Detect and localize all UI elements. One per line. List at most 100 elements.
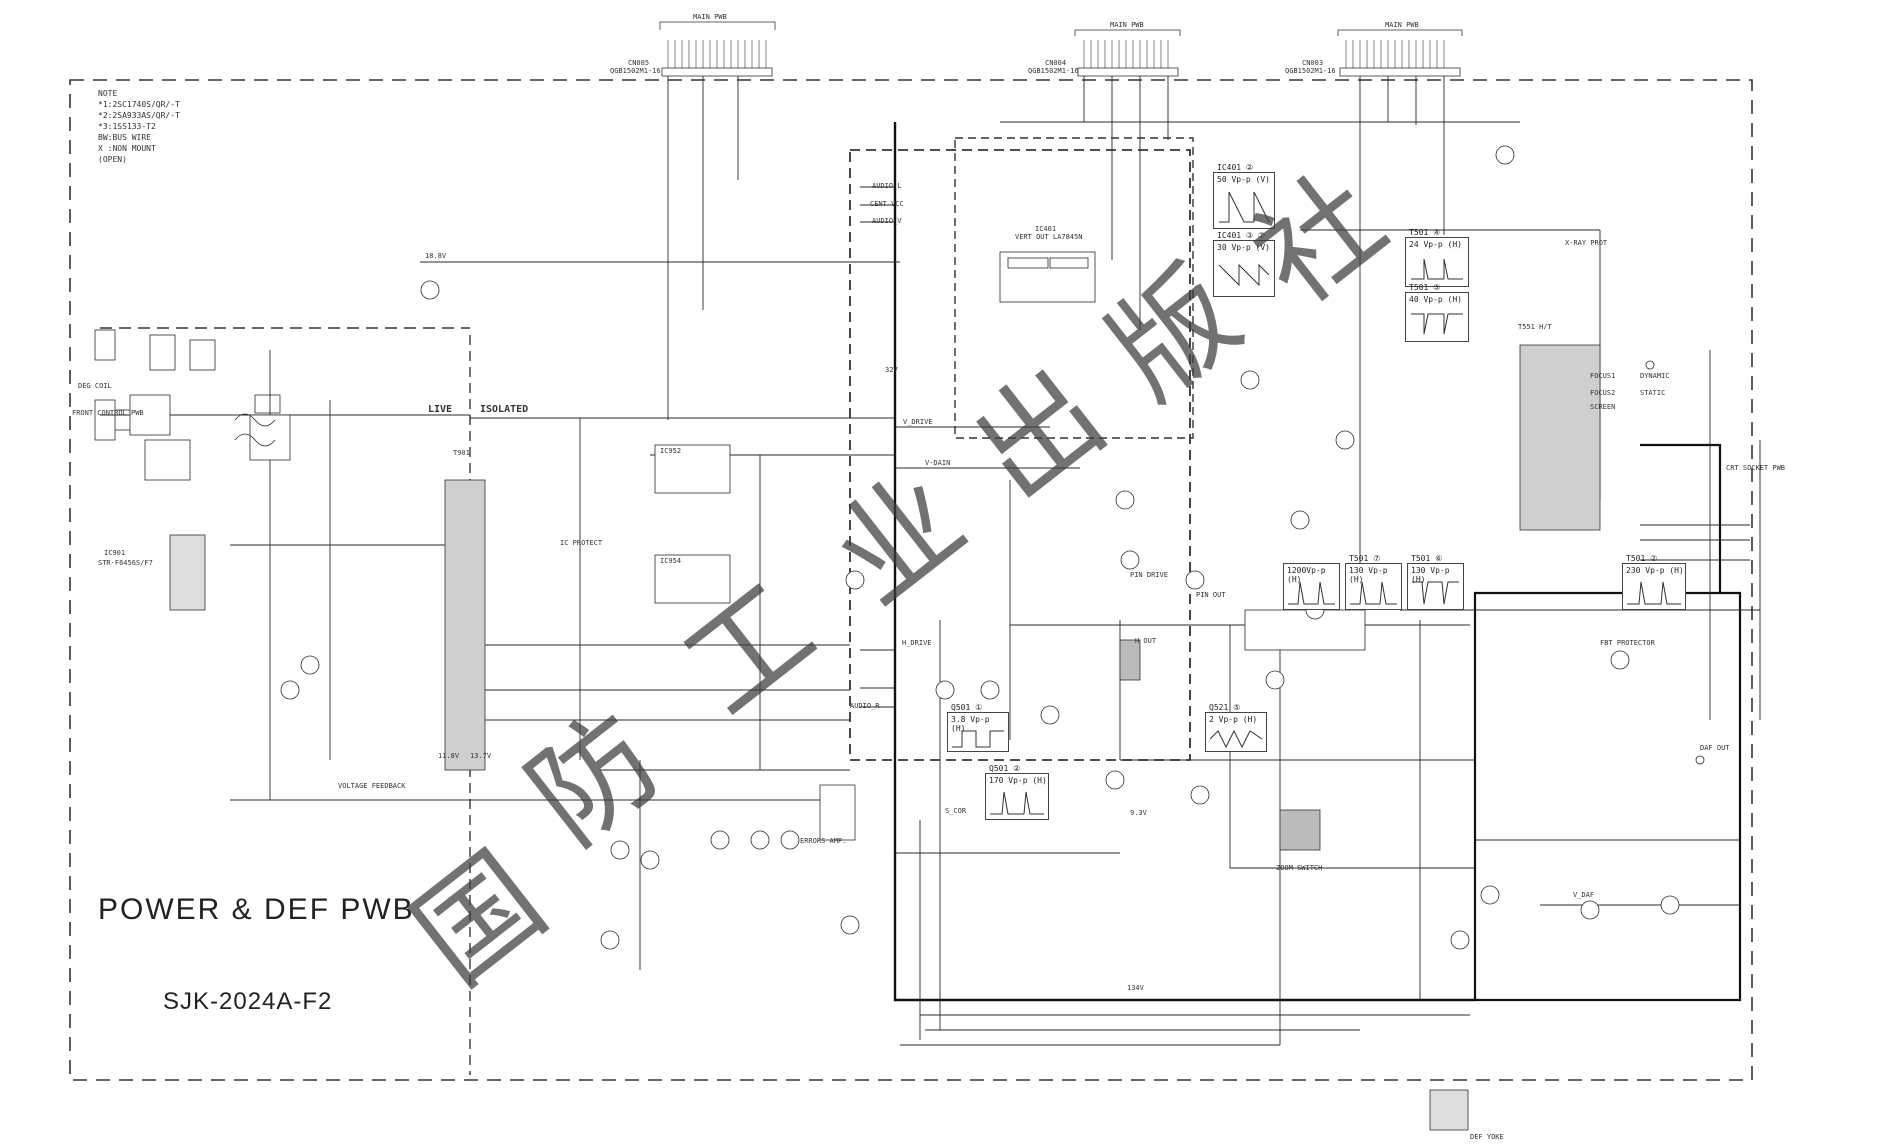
xray-prot-label: X-RAY PROT xyxy=(1565,239,1608,247)
scope-t501-7: T501 ⑦ 130 Vp-p (H) xyxy=(1345,554,1402,610)
scope-q501-1: Q501 ① 3.8 Vp-p (H) xyxy=(947,703,1009,752)
waveform xyxy=(1411,258,1463,280)
board-title: POWER & DEF PWB xyxy=(98,893,415,926)
waveform xyxy=(1218,263,1270,287)
front-control-label: FRONT CONTROL PWB xyxy=(72,409,144,417)
vert-zone-outline xyxy=(954,137,1194,439)
pin-drive-label: PIN DRIVE xyxy=(1130,571,1168,579)
t901-label: T901 xyxy=(453,449,470,457)
scope-value: 130 Vp-p (H) xyxy=(1411,566,1450,584)
scope-1200vpp: 1200Vp-p (H) xyxy=(1283,563,1340,610)
scope-t501-5: T501 ⑤ 40 Vp-p (H) xyxy=(1405,283,1469,342)
ic952-label: IC952 xyxy=(660,447,682,455)
signal-13-7v: 13.7V xyxy=(470,752,492,760)
def-yoke-label: DEF YOKE xyxy=(1470,1133,1504,1141)
scope-q521-5: Q521 ⑤ 2 Vp-p (H) xyxy=(1205,703,1267,752)
h-out-label: H OUT xyxy=(1135,637,1157,645)
scope-value: 30 Vp-p (V) xyxy=(1217,243,1270,252)
ic901-label: IC901 xyxy=(104,549,126,557)
note-line: X :NON MOUNT xyxy=(98,144,156,153)
note-heading: NOTE xyxy=(98,89,118,98)
signal-cent-vcc: CENT VCC xyxy=(870,200,904,208)
def-bus-right xyxy=(1473,591,1742,1002)
signal-11-8v: 11.8V xyxy=(438,752,460,760)
signal-s-cor: S_COR xyxy=(945,807,967,815)
crt-bus xyxy=(1640,443,1722,593)
scope-value: 170 Vp-p (H) xyxy=(989,776,1047,785)
ic-protect-label: IC PROTECT xyxy=(560,539,603,547)
cn003-connector xyxy=(1337,29,1463,77)
scope-value: 3.8 Vp-p (H) xyxy=(951,715,990,733)
cn004-main-pwb: MAIN PWB xyxy=(1110,21,1144,29)
crt-socket-label: CRT SOCKET PWB xyxy=(1726,464,1786,472)
note-block: NOTE *1:2SC1740S/QR/-T *2:2SA933AS/QR/-T… xyxy=(98,88,180,165)
errors-amp-label: ERRORS AMP. xyxy=(800,837,847,845)
cn003-label: CN003 xyxy=(1302,59,1324,67)
board-part-number: SJK-2024A-F2 xyxy=(163,988,333,1015)
signal-audio-r: AUDIO_R xyxy=(850,702,880,710)
signal-audio-v: AUDIO_V xyxy=(872,217,902,225)
live-zone-label: LIVE xyxy=(428,404,453,415)
cn005-label: CN005 xyxy=(628,59,650,67)
scope-label: T501 ⑤ xyxy=(1409,283,1441,292)
scope-value: 230 Vp-p (H) xyxy=(1626,566,1684,575)
signal-v-drive: V_DRIVE xyxy=(903,418,933,426)
signal-h-drive: H_DRIVE xyxy=(902,639,932,647)
scope-value: 1200Vp-p (H) xyxy=(1287,566,1326,584)
scope-t501-2: T501 ② 230 Vp-p (H) xyxy=(1622,554,1686,610)
waveform xyxy=(1412,581,1459,605)
signal-18-8v: 18.8V xyxy=(425,252,447,260)
waveform xyxy=(1209,729,1263,749)
scope-label: Q501 ① xyxy=(951,703,983,712)
scope-ic401-2: IC401 ② 50 Vp-p (V) xyxy=(1213,163,1275,229)
signal-audio-l: AUDIO_L xyxy=(872,182,902,190)
cn005-connector xyxy=(659,21,776,77)
note-line: *3:1SS133-T2 xyxy=(98,122,156,131)
signal-v-daf: V_DAF xyxy=(1573,891,1595,899)
def-bus xyxy=(893,122,1475,1002)
note-line: *1:2SC1740S/QR/-T xyxy=(98,100,180,109)
fbt-protector-label: FBT PROTECTOR xyxy=(1600,639,1655,647)
scope-label: T501 ② xyxy=(1626,554,1658,563)
signal-32v: 32V xyxy=(885,366,898,374)
cn003-part-label: QGB1502M1-16 xyxy=(1285,67,1336,75)
scope-label: T501 ⑦ xyxy=(1349,554,1381,563)
deflection-zone-outline xyxy=(849,149,1191,761)
scope-value: 50 Vp-p (V) xyxy=(1217,175,1270,184)
ic401-label: IC401 xyxy=(1035,225,1057,233)
scope-value: 2 Vp-p (H) xyxy=(1209,715,1258,724)
scope-value: 24 Vp-p (H) xyxy=(1409,240,1462,249)
scope-t501-6: T501 ⑥ 130 Vp-p (H) xyxy=(1407,554,1464,610)
focus1-label: FOCUS1 xyxy=(1590,372,1616,380)
ac-input xyxy=(94,334,281,447)
scope-label: T501 ④ xyxy=(1409,228,1441,237)
voltage-feedback-label: VOLTAGE FEEDBACK xyxy=(338,782,406,790)
ic954-label: IC954 xyxy=(660,557,682,565)
scope-label: IC401 ③ ⑦ xyxy=(1217,231,1266,240)
pin-out-label: PIN OUT xyxy=(1196,591,1226,599)
signal-134v: 134V xyxy=(1127,984,1144,992)
waveform xyxy=(990,791,1044,815)
waveform xyxy=(1288,581,1335,605)
scope-label: T501 ⑥ xyxy=(1411,554,1443,563)
board-outline xyxy=(69,79,1753,1081)
scope-value: 40 Vp-p (H) xyxy=(1409,295,1462,304)
scope-label: IC401 ② xyxy=(1217,163,1254,172)
focus2-label: FOCUS2 xyxy=(1590,389,1616,397)
ic901-part: STR-F6456S/F7 xyxy=(98,559,153,567)
scope-label: Q501 ② xyxy=(989,764,1021,773)
cn005-part-label: QGB1502M1-16 xyxy=(610,67,661,75)
waveform xyxy=(1219,191,1270,223)
t551-label: T551 H/T xyxy=(1518,323,1552,331)
cn004-part-label: QGB1502M1-16 xyxy=(1028,67,1079,75)
deg-coil-label: DEG COIL xyxy=(78,382,112,390)
scope-value: 130 Vp-p (H) xyxy=(1349,566,1388,584)
waveform xyxy=(1411,313,1463,335)
scope-label: Q521 ⑤ xyxy=(1209,703,1241,712)
components xyxy=(94,145,1705,1131)
dynamic-label: DYNAMIC xyxy=(1640,372,1670,380)
cn004-connector xyxy=(1074,29,1181,77)
waveform xyxy=(952,730,1004,748)
note-line: (OPEN) xyxy=(98,155,127,164)
